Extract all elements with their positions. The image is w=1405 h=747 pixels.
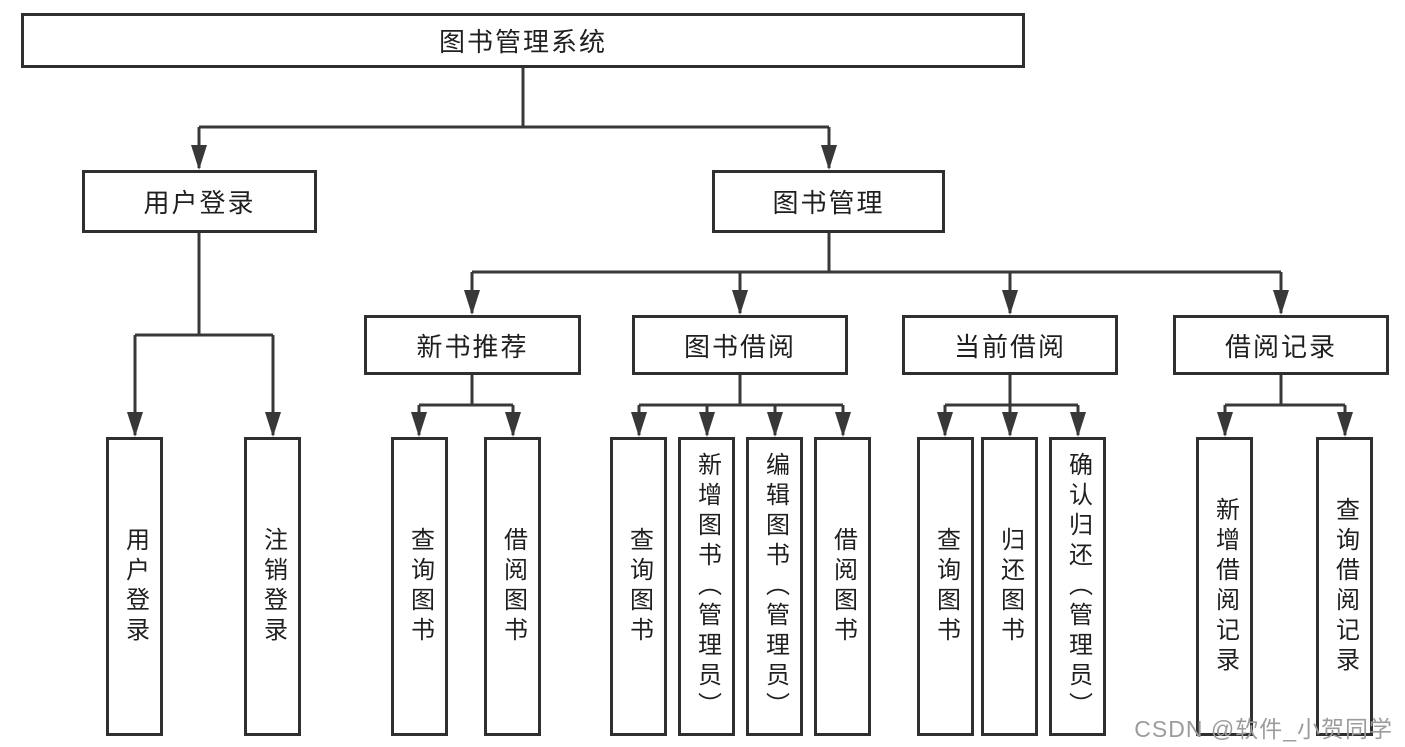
node-book-management: 图书管理 xyxy=(712,170,945,233)
node-new-book-recommendation: 新书推荐 xyxy=(364,315,581,375)
node-label: 归还图书 xyxy=(996,526,1024,647)
node-label: 图书管理系统 xyxy=(438,27,607,57)
node-borrowing-records: 借阅记录 xyxy=(1173,315,1389,375)
leaf-query-books-recommend: 查询图书 xyxy=(391,437,448,736)
node-label: 新增图书（管理员） xyxy=(693,451,721,722)
leaf-add-books-admin: 新增图书（管理员） xyxy=(678,437,735,736)
leaf-query-books-current: 查询图书 xyxy=(917,437,974,736)
node-label: 用户登录 xyxy=(121,526,149,647)
leaf-return-books: 归还图书 xyxy=(981,437,1038,736)
node-label: 用户登录 xyxy=(143,188,256,218)
node-label: 查询图书 xyxy=(932,526,960,647)
leaf-borrow-books: 借阅图书 xyxy=(814,437,871,736)
node-label: 注销登录 xyxy=(259,526,287,647)
leaf-add-borrow-record: 新增借阅记录 xyxy=(1196,437,1253,736)
watermark: CSDN @软件_小贺同学 xyxy=(1134,716,1393,742)
node-label: 借阅图书 xyxy=(829,526,857,647)
node-label: 查询图书 xyxy=(625,526,653,647)
leaf-user-login: 用户登录 xyxy=(106,437,163,736)
node-label: 编辑图书（管理员） xyxy=(761,451,789,722)
node-label: 新书推荐 xyxy=(416,331,529,362)
node-label: 查询图书 xyxy=(406,526,434,647)
leaf-query-borrow-record: 查询借阅记录 xyxy=(1316,437,1373,736)
leaf-borrow-books-recommend: 借阅图书 xyxy=(484,437,541,736)
node-current-borrowing: 当前借阅 xyxy=(902,315,1118,375)
arrow-down-icons xyxy=(127,145,1353,437)
node-label: 当前借阅 xyxy=(953,331,1066,362)
node-label: 借阅图书 xyxy=(499,526,527,647)
leaf-query-books-borrowing: 查询图书 xyxy=(610,437,667,736)
leaf-logout: 注销登录 xyxy=(244,437,301,736)
node-label: 图书借阅 xyxy=(683,331,796,362)
node-user-login: 用户登录 xyxy=(82,170,317,233)
node-library-management-system: 图书管理系统 xyxy=(21,13,1025,68)
node-label: 查询借阅记录 xyxy=(1331,496,1359,677)
node-label: 借阅记录 xyxy=(1224,331,1337,362)
node-label: 图书管理 xyxy=(772,188,885,218)
node-label: 新增借阅记录 xyxy=(1211,496,1239,677)
node-book-borrowing: 图书借阅 xyxy=(632,315,848,375)
leaf-confirm-return-admin: 确认归还（管理员） xyxy=(1049,437,1106,736)
leaf-edit-books-admin: 编辑图书（管理员） xyxy=(746,437,803,736)
node-label: 确认归还（管理员） xyxy=(1064,451,1092,722)
